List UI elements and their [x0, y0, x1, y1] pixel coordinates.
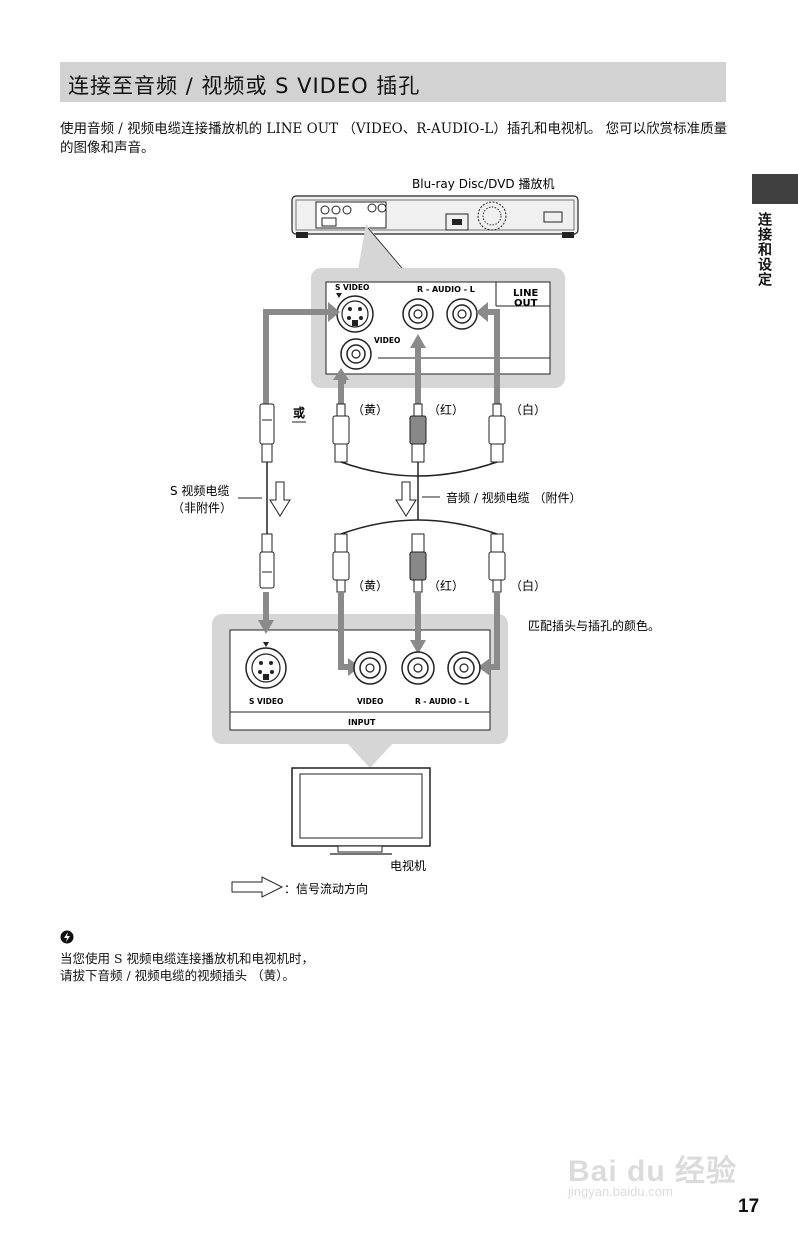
tv-audio-r-jack [401, 651, 435, 685]
page-number: 17 [738, 1196, 760, 1217]
player-audio-l-jack [446, 298, 478, 330]
tv-s-video-label: S VIDEO [249, 697, 283, 706]
av-cable [340, 461, 498, 535]
s-video-cable-label-1: S 视频电缆 [170, 483, 229, 498]
flow-legend-label: ：信号流动方向 [284, 881, 368, 896]
note-line-2: 请拔下音频 / 视频电缆的视频插头 （黄）。 [60, 968, 295, 983]
player-label: Blu-ray Disc/DVD 播放机 [412, 176, 554, 191]
red-label-bottom: （红） [428, 578, 464, 593]
tv-label: 电视机 [390, 858, 426, 873]
tv-zoom-panel [212, 614, 508, 768]
player-video-label: VIDEO [374, 336, 400, 345]
tv-device [291, 767, 431, 855]
watermark-url: jingyan.baidu.com [568, 1184, 673, 1199]
intro-paragraph: 使用音频 / 视频电缆连接播放机的 LINE OUT （VIDEO、R-AUDI… [60, 121, 728, 156]
tv-audio-l-jack [447, 651, 481, 685]
section-tab-label: 连接和设定 [756, 212, 772, 287]
tv-video-jack [353, 651, 387, 685]
player-audio-label: R - AUDIO - L [417, 285, 475, 294]
white-label-bottom: （白） [510, 578, 546, 593]
note-line-1: 当您使用 S 视频电缆连接播放机和电视机时， [60, 951, 315, 966]
page-title: 连接至音频 / 视频或 S VIDEO 插孔 [68, 74, 421, 98]
player-video-jack [340, 338, 372, 370]
watermark: Bai du 经验 jingyan.baidu.com [562, 1140, 742, 1210]
red-label-top: （红） [428, 402, 464, 417]
white-label-top: （白） [510, 402, 546, 417]
player-s-video-label: S VIDEO [335, 283, 369, 292]
av-cable-label: 音频 / 视频电缆 （附件） [446, 490, 582, 505]
flow-arrow-av [395, 481, 417, 517]
line-out-label-2: OUT [514, 298, 538, 309]
tv-video-label: VIDEO [357, 697, 383, 706]
tv-audio-label: R - AUDIO - L [415, 697, 470, 706]
tv-s-video-marker-icon [263, 642, 269, 647]
audio-l-plug-bottom [488, 533, 506, 593]
tv-input-label: INPUT [348, 718, 376, 727]
player-device [291, 195, 579, 238]
video-plug-bottom [332, 533, 350, 593]
tv-s-video-jack [245, 647, 287, 689]
audio-r-plug-bottom [409, 533, 427, 593]
s-video-plug-top [259, 403, 275, 463]
flow-arrow-s-video [269, 481, 291, 517]
title-bar: 连接至音频 / 视频或 S VIDEO 插孔 [60, 62, 726, 102]
s-video-cable-label-2: （非附件） [172, 501, 232, 515]
caution-icon [60, 930, 74, 944]
player-audio-r-jack [402, 298, 434, 330]
line-out-label-1: LINE [513, 288, 538, 299]
s-video-plug-bottom [259, 533, 275, 589]
signal-arrows-bottom [258, 592, 500, 676]
signal-arrows-top [263, 302, 500, 407]
player-s-video-jack [336, 295, 374, 333]
audio-l-plug-top [488, 403, 506, 463]
yellow-label-bottom: （黄） [352, 579, 388, 593]
audio-r-plug-top [409, 403, 427, 463]
video-plug-top [332, 403, 350, 463]
match-color-note: 匹配插头与插孔的颜色。 [528, 618, 660, 633]
note: 当您使用 S 视频电缆连接播放机和电视机时， 请拔下音频 / 视频电缆的视频插头… [60, 950, 314, 984]
or-label: 或 [293, 405, 305, 420]
section-tab [752, 174, 798, 204]
yellow-label-top: （黄） [352, 403, 388, 417]
flow-legend-arrow-icon [231, 876, 284, 898]
watermark-logo: Bai du 经验 [568, 1155, 738, 1188]
s-video-marker-icon [336, 293, 342, 298]
